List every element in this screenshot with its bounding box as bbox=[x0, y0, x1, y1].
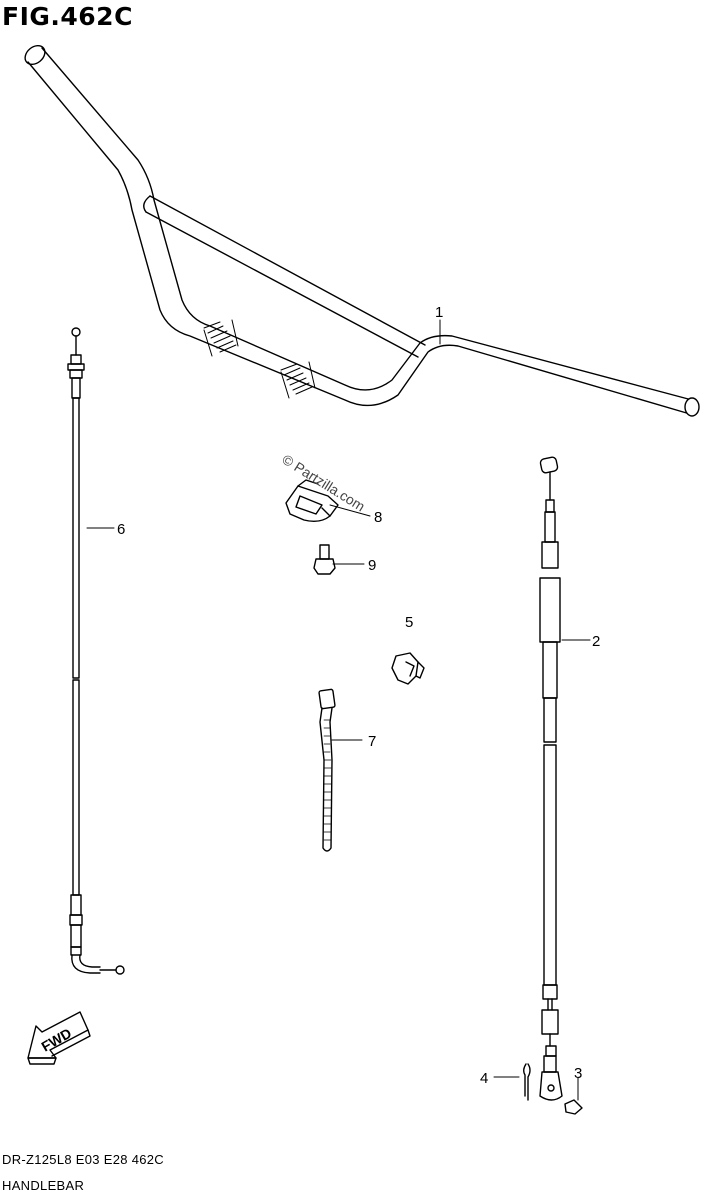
figure-name: HANDLEBAR bbox=[2, 1178, 85, 1193]
cable-tie-part[interactable] bbox=[318, 688, 336, 852]
clutch-cable-part[interactable] bbox=[539, 456, 563, 1101]
clamp-part[interactable] bbox=[285, 479, 339, 523]
callout-4[interactable]: 4 bbox=[480, 1070, 488, 1087]
figure-title: FIG.462C bbox=[2, 2, 133, 31]
callout-6[interactable]: 6 bbox=[117, 521, 125, 538]
callout-5[interactable]: 5 bbox=[405, 614, 413, 631]
forward-arrow-icon bbox=[27, 1011, 91, 1065]
cotter-pin-part[interactable] bbox=[523, 1063, 531, 1101]
bolt-part-3[interactable] bbox=[564, 1099, 583, 1115]
bolt-part-9[interactable] bbox=[313, 544, 336, 575]
callout-2[interactable]: 2 bbox=[592, 633, 600, 650]
watermark-text: © Partzilla.com bbox=[279, 451, 367, 515]
small-clamp-part[interactable] bbox=[391, 652, 425, 685]
callout-3[interactable]: 3 bbox=[574, 1065, 582, 1082]
figure-code: DR-Z125L8 E03 E28 462C bbox=[2, 1152, 164, 1167]
throttle-cable-part[interactable] bbox=[67, 327, 125, 975]
leader-lines bbox=[86, 319, 591, 1101]
handlebar-part[interactable] bbox=[21, 42, 700, 417]
callout-7[interactable]: 7 bbox=[368, 733, 376, 750]
callout-9[interactable]: 9 bbox=[368, 557, 376, 574]
callout-8[interactable]: 8 bbox=[374, 509, 382, 526]
callout-1[interactable]: 1 bbox=[435, 304, 443, 321]
